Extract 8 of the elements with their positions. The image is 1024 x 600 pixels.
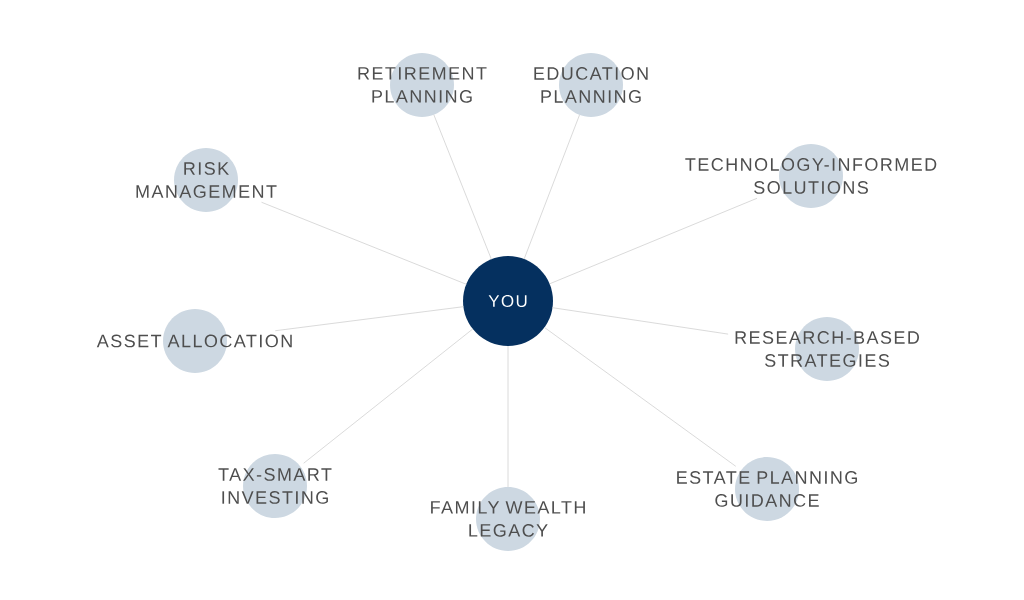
- connector-line: [274, 306, 464, 332]
- connector-line: [433, 114, 492, 260]
- connector-line: [303, 328, 474, 464]
- connector-line: [543, 327, 737, 467]
- connector-line: [552, 307, 729, 335]
- connector-line: [523, 114, 580, 260]
- connector-line: [261, 201, 467, 285]
- connector-line: [549, 197, 758, 285]
